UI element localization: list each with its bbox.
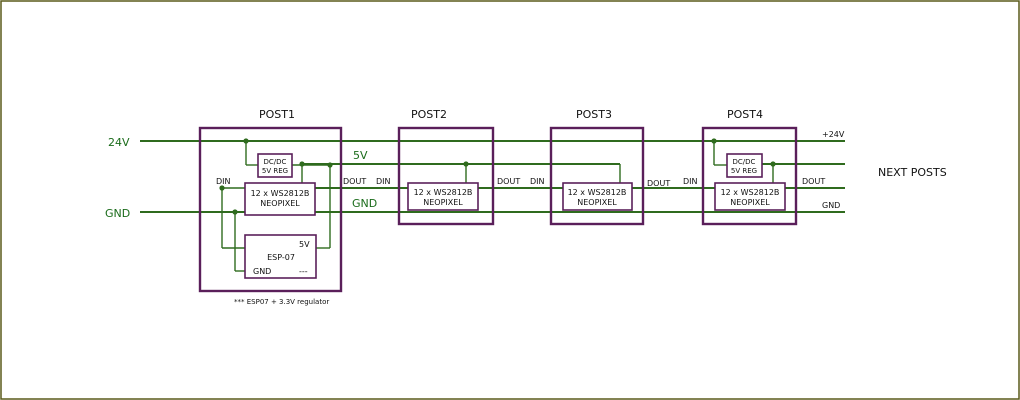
- post2-title: POST2: [411, 108, 447, 121]
- dcdc-label: 5V REG: [262, 167, 288, 175]
- net-label-out-dout: DOUT: [802, 177, 825, 186]
- next-posts-label: NEXT POSTS: [878, 166, 947, 179]
- post1-title: POST1: [259, 108, 295, 121]
- neopixel-label: NEOPIXEL: [730, 198, 770, 207]
- junction-dots: [219, 138, 776, 215]
- net-label-gnd-bus: GND: [352, 197, 377, 210]
- neopixel-label: NEOPIXEL: [423, 198, 463, 207]
- post1-dout-label: DOUT: [343, 177, 366, 186]
- neopixel-label: 12 x WS2812B: [568, 188, 627, 197]
- post4-title: POST4: [727, 108, 763, 121]
- net-label-out-gnd: GND: [822, 201, 840, 210]
- post2-neopixel-module: 12 x WS2812B NEOPIXEL: [407, 182, 479, 211]
- post4-din-label: DIN: [683, 177, 698, 186]
- net-label-gnd: GND: [105, 207, 130, 220]
- dcdc-label: 5V REG: [731, 167, 757, 175]
- net-label-5v: 5V: [353, 149, 368, 162]
- post2-dout-label: DOUT: [497, 177, 520, 186]
- post4-enclosure: [701, 126, 798, 226]
- esp-pin-5v: 5V: [299, 240, 310, 249]
- post4-neopixel-module: 12 x WS2812B NEOPIXEL: [714, 182, 786, 211]
- esp-name: ESP-07: [267, 253, 295, 262]
- net-label-out-24v: +24V: [822, 130, 845, 139]
- esp-pin-io: ---: [299, 267, 308, 276]
- dcdc-label: DC/DC: [264, 158, 287, 166]
- neopixel-label: 12 x WS2812B: [251, 189, 310, 198]
- neopixel-label: NEOPIXEL: [260, 199, 300, 208]
- post3-dout-label: DOUT: [647, 179, 670, 188]
- post1-esp07-module: 5V ESP-07 GND ---: [244, 234, 317, 279]
- post1-neopixel-module: 12 x WS2812B NEOPIXEL: [244, 182, 316, 216]
- post3-din-label: DIN: [530, 177, 545, 186]
- post1-enclosure: [198, 126, 343, 293]
- post1-dcdc-regulator: DC/DC 5V REG: [257, 153, 293, 178]
- neopixel-label: NEOPIXEL: [577, 198, 617, 207]
- post3-neopixel-module: 12 x WS2812B NEOPIXEL: [562, 182, 633, 211]
- post2-enclosure: [397, 126, 495, 226]
- esp-footnote: *** ESP07 + 3.3V regulator: [234, 298, 329, 306]
- post3-title: POST3: [576, 108, 612, 121]
- post2-din-label: DIN: [376, 177, 391, 186]
- net-label-24v: 24V: [108, 136, 130, 149]
- post3-enclosure: [549, 126, 645, 226]
- neopixel-label: 12 x WS2812B: [414, 188, 473, 197]
- dcdc-label: DC/DC: [733, 158, 756, 166]
- neopixel-label: 12 x WS2812B: [721, 188, 780, 197]
- post4-dcdc-regulator: DC/DC 5V REG: [726, 153, 763, 178]
- post1-din-label: DIN: [216, 177, 231, 186]
- esp-pin-gnd: GND: [253, 267, 271, 276]
